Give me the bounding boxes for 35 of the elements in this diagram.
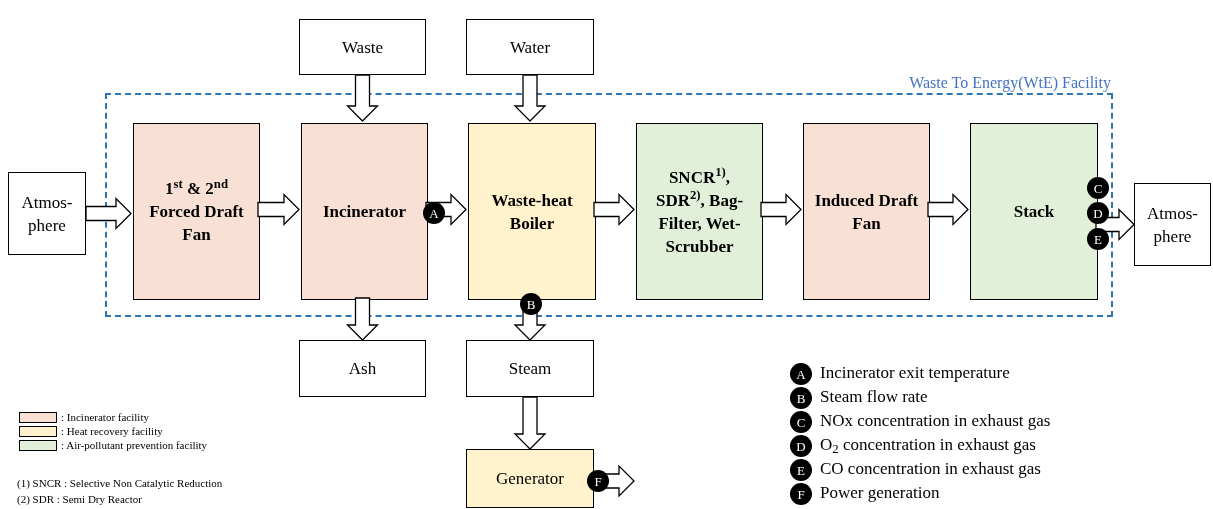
block-arrow: [257, 192, 300, 227]
input-output-box: Atmos- phere: [8, 172, 86, 255]
block-arrow: [593, 192, 635, 227]
block-arrow: [513, 396, 547, 450]
legend-text: : Heat recovery facility: [61, 425, 163, 438]
block-arrow: [760, 192, 802, 227]
marker-description: NOx concentration in exhaust gas: [820, 410, 1051, 432]
process-box: SNCR$^{1)}$, SDR$^{2)}$, Bag-Filter, Wet-Scrubber: [636, 123, 763, 300]
footnote: (2) SDR : Semi Dry Reactor: [17, 492, 143, 507]
marker-description: O$_{2}$ concentration in exhaust gas: [820, 434, 1036, 456]
marker-description: Power generation: [820, 482, 940, 504]
facility-title: Waste To Energy(WtE) Facility: [909, 73, 1111, 94]
footnote: (1) SNCR : Selective Non Catalytic Reduction: [17, 476, 223, 491]
block-arrow: [425, 192, 467, 227]
marker-description: Steam flow rate: [820, 386, 928, 408]
block-arrow: [927, 192, 969, 227]
input-output-box: Water: [466, 19, 594, 75]
block-arrow: [1095, 207, 1135, 242]
legend-text: : Incinerator facility: [61, 411, 149, 424]
input-output-box: Atmos- phere: [1134, 183, 1211, 266]
process-box: Induced Draft Fan: [803, 123, 930, 300]
block-arrow: [85, 196, 132, 231]
process-box: Generator: [466, 449, 594, 508]
input-output-box: Waste: [299, 19, 426, 75]
marker-description: Incinerator exit temperature: [820, 362, 1010, 384]
block-arrow: [345, 74, 380, 122]
block-arrow: [345, 297, 380, 341]
marker-description: CO concentration in exhaust gas: [820, 458, 1041, 480]
input-output-box: Steam: [466, 340, 594, 397]
input-output-box: Ash: [299, 340, 426, 397]
legend-text: : Air-pollutant prevention facility: [61, 439, 208, 452]
block-arrow: [513, 74, 547, 122]
process-box: 1$^{st}$ & 2$^{nd}$ Forced Draft Fan: [133, 123, 260, 300]
process-box: Incinerator: [301, 123, 428, 300]
process-box: Waste-heat Boiler: [468, 123, 596, 300]
